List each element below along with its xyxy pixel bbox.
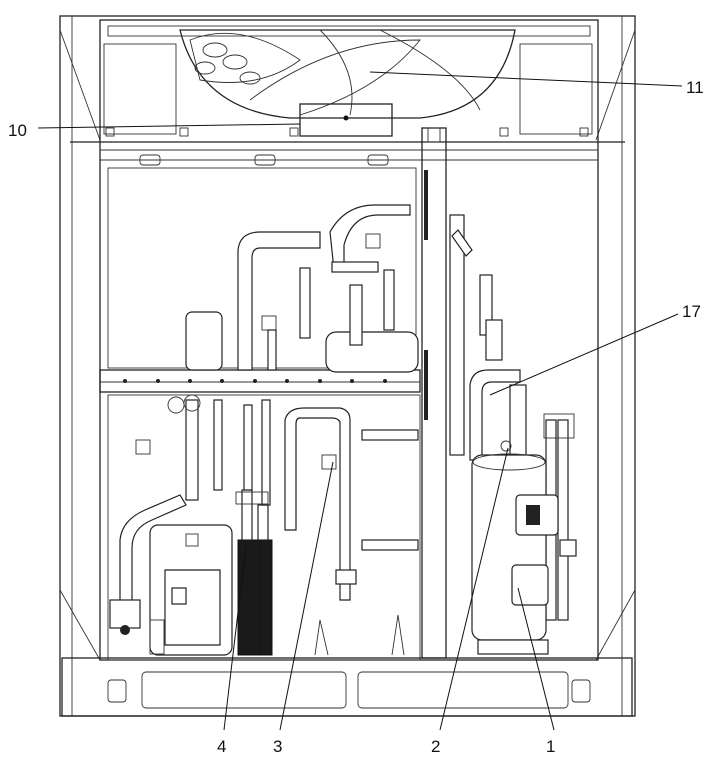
callout-10: 10 <box>8 121 27 140</box>
fan-assembly <box>103 29 593 137</box>
callout-1: 1 <box>546 737 555 756</box>
refrigerant-piping <box>185 204 419 373</box>
upper-chamber <box>99 154 421 393</box>
lower-left-components <box>107 394 421 661</box>
compressor <box>471 440 559 655</box>
callout-11: 11 <box>686 78 704 97</box>
callout-4: 4 <box>217 737 226 756</box>
leader-lines <box>37 71 683 731</box>
callout-17: 17 <box>682 302 701 321</box>
callout-2: 2 <box>431 737 440 756</box>
cabinet-base <box>61 657 633 717</box>
callout-labels: 10 11 17 4 3 2 1 <box>8 78 704 756</box>
callout-3: 3 <box>273 737 282 756</box>
